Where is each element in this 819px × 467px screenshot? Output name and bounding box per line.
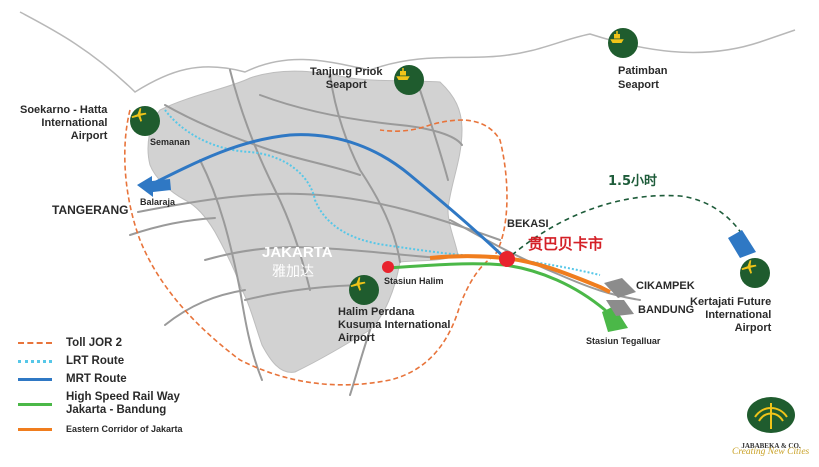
- label-semanan: Semanan: [150, 137, 191, 147]
- label-bekasi: BEKASI: [507, 218, 549, 230]
- legend-item-toll: Toll JOR 2: [18, 334, 278, 352]
- label-halim-airport: Halim Perdana Kusuma International Airpo…: [338, 306, 451, 344]
- label-jakarta: JAKARTA: [262, 244, 333, 261]
- bandung-arrow: [606, 300, 634, 316]
- airport-icon-soekarno-hatta: [130, 106, 160, 136]
- kertajati-arrow: [728, 230, 756, 258]
- legend-item-mrt: MRT Route: [18, 370, 278, 388]
- label-tanjung-priok: Tanjung Priok Seaport: [310, 66, 383, 91]
- cikampek-arrow: [604, 278, 636, 298]
- airport-icon-kertajati: [740, 258, 770, 288]
- logo-emblem-icon: [747, 397, 795, 433]
- label-tangerang: TANGERANG: [52, 203, 129, 217]
- airport-icon-halim: [349, 275, 379, 305]
- eastern-corridor-route: [429, 254, 611, 294]
- label-balaraja: Balaraja: [140, 197, 176, 207]
- label-cikampek: CIKAMPEK: [636, 280, 695, 292]
- bekasi-marker: [499, 251, 515, 267]
- toll-jor2-route: [124, 109, 508, 386]
- legend-item-eastern-corridor: Eastern Corridor of Jakarta: [18, 420, 278, 438]
- seaport-icon-patimban: [608, 28, 638, 58]
- seaport-icon-tanjung-priok: [394, 65, 424, 95]
- logo-name: JABABEKA & CO.: [741, 442, 801, 450]
- jababeka-logo: JABABEKA & CO.: [738, 395, 804, 450]
- high-speed-rail-arrow: [602, 306, 628, 332]
- label-stasiun-tegalluar: Stasiun Tegalluar: [586, 336, 661, 346]
- label-soekarno-hatta: Soekarno - Hatta International Airport: [20, 104, 108, 142]
- jakarta-land: [147, 70, 463, 373]
- logo-tagline: Creating New Cities: [732, 447, 810, 457]
- label-kertajati: Kertajati Future International Airport: [690, 296, 772, 334]
- mrt-route: [149, 133, 507, 260]
- label-travel-time: 1.5小时: [608, 174, 658, 189]
- mrt-arrow: [137, 176, 171, 197]
- label-patimban: Patimban Seaport: [618, 65, 668, 91]
- lrt-route: [164, 109, 601, 276]
- kertajati-link: [511, 194, 749, 256]
- halim-marker: [382, 261, 394, 273]
- label-bekasi-cn: 贯巴贝卡市: [528, 235, 604, 253]
- label-stasiun-halim: Stasiun Halim: [384, 276, 444, 286]
- legend-item-hsr: High Speed Rail Way Jakarta - Bandung: [18, 388, 278, 420]
- label-bandung: BANDUNG: [638, 304, 695, 316]
- map-legend: Toll JOR 2 LRT Route MRT Route High Spee…: [18, 334, 278, 438]
- label-jakarta-cn: 雅加达: [272, 264, 314, 280]
- legend-item-lrt: LRT Route: [18, 352, 278, 370]
